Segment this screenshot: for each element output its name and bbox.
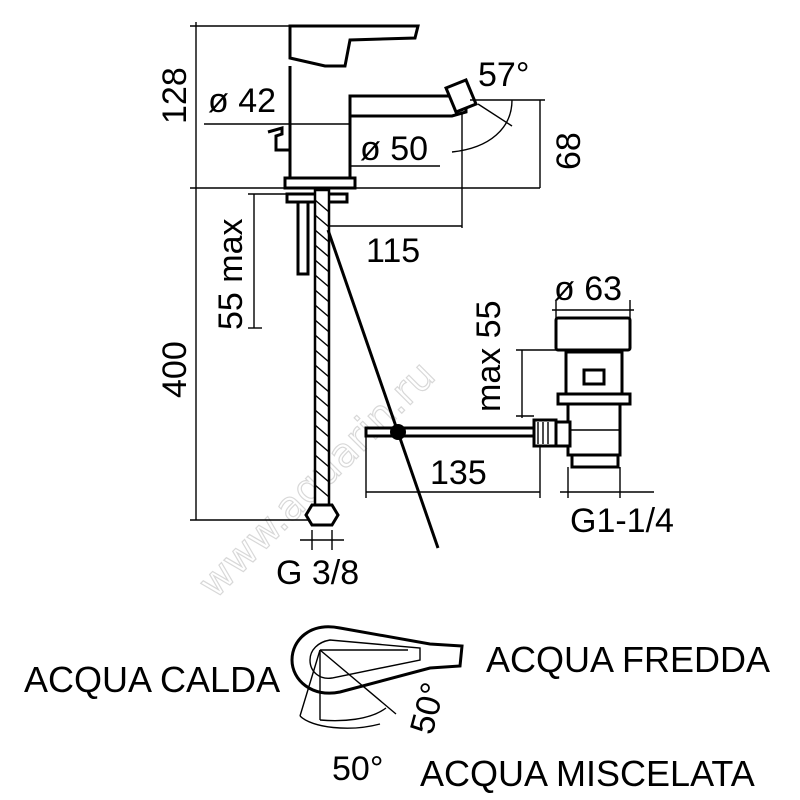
waste-slot <box>582 368 606 386</box>
threaded-stud <box>296 200 310 276</box>
label-acqua-fredda: ACQUA FREDDA <box>486 639 770 680</box>
dim-68: 68 <box>550 132 588 170</box>
angle-50-right: 50° <box>403 679 453 739</box>
handle-top-view <box>290 625 464 729</box>
dim-128: 128 <box>156 67 194 124</box>
dim-135: 135 <box>430 454 487 492</box>
pull-rod <box>326 229 440 549</box>
popup-knob <box>267 126 290 152</box>
spout-dimensions <box>330 99 545 228</box>
faucet-body <box>267 24 478 549</box>
waste-bottom <box>570 453 620 469</box>
flexible-hose <box>313 188 331 507</box>
dim-max-55: max 55 <box>470 301 508 413</box>
dim-400: 400 <box>156 341 194 398</box>
dim-g1-1-4: G1-1/4 <box>570 502 674 540</box>
waste-dimensions <box>365 300 654 498</box>
angle-50-left: 50° <box>332 750 383 788</box>
rod-joint <box>390 424 406 440</box>
dim-55-max: 55 max <box>212 219 250 331</box>
handle-outline <box>290 625 464 695</box>
dim-angle-57: 57° <box>478 56 529 94</box>
left-dimensions <box>190 22 540 521</box>
dim-diam-63: ø 63 <box>554 270 622 308</box>
popup-waste <box>364 316 632 469</box>
label-acqua-miscelata: ACQUA MISCELATA <box>420 753 755 794</box>
lever-handle <box>288 24 420 68</box>
waste-cap <box>554 316 632 352</box>
label-acqua-calda: ACQUA CALDA <box>24 659 280 700</box>
hose-dimension <box>300 530 344 550</box>
horizontal-rod <box>364 426 536 438</box>
hose-nut <box>304 503 340 527</box>
dim-g-3-8: G 3/8 <box>276 554 359 592</box>
dim-diam-42: ø 42 <box>208 82 276 120</box>
dim-115: 115 <box>366 232 420 270</box>
dim-diam-50: ø 50 <box>360 130 428 168</box>
hose-braid <box>314 199 330 498</box>
spout-nozzle <box>444 78 478 114</box>
base-plate <box>283 176 357 190</box>
